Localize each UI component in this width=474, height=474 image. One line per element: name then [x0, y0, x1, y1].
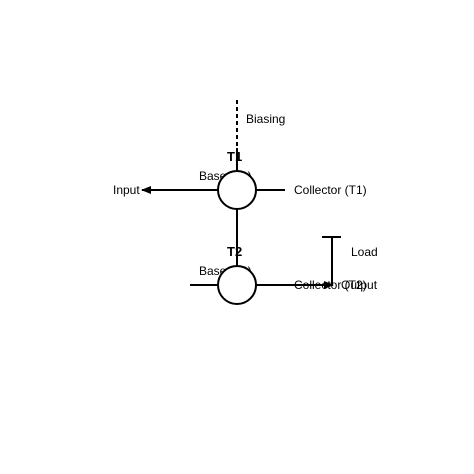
biasing-label: Biasing — [246, 112, 285, 126]
t2-collector-label: Collector (T2) — [294, 278, 367, 292]
output-label: Output — [341, 278, 378, 292]
t1-collector-label: Collector (T1) — [294, 183, 367, 197]
load-label: Load — [351, 245, 378, 259]
t1-transistor-symbol — [217, 170, 257, 210]
t1-title: T1 — [227, 149, 242, 164]
t2-title: T2 — [227, 244, 242, 259]
t2-transistor-symbol — [217, 265, 257, 305]
input-label: Input — [113, 183, 140, 197]
